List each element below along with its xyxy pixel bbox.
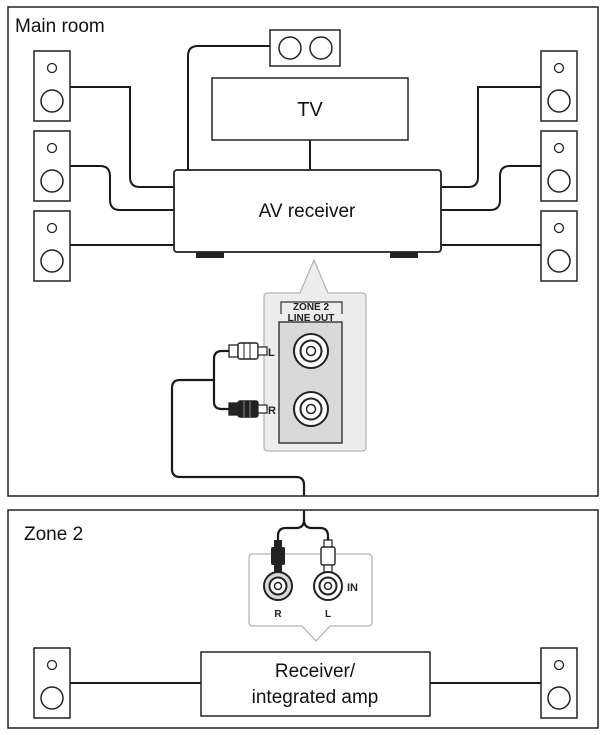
zone2-receiver-label-2: integrated amp [252, 687, 379, 708]
zone2-input-jack-right [263, 571, 293, 601]
zone2-input-right-label: R [274, 609, 282, 620]
speaker-right-center [540, 130, 578, 202]
speaker-left-surround [33, 210, 71, 282]
zone2-plug-left [320, 539, 336, 574]
rca-plug-left: L [228, 342, 275, 360]
av-receiver-label: AV receiver [259, 201, 356, 222]
main-room-title: Main room [15, 16, 105, 37]
zone2-input-left-label: L [325, 609, 331, 620]
cable-center-speaker [187, 45, 270, 170]
zone2-receiver-box: Receiver/ integrated amp [200, 651, 431, 717]
zone2-title: Zone 2 [24, 524, 83, 545]
speaker-left-center [33, 130, 71, 202]
av-receiver-foot-left [196, 252, 224, 258]
av-receiver-foot-right [390, 252, 418, 258]
zone2-plug-right [271, 540, 285, 573]
zone2-input-jack-left [313, 571, 343, 601]
zone2-line-out-title-2: LINE OUT [288, 313, 335, 324]
speaker-right-surround [540, 210, 578, 282]
zone2-line-out-title-1: ZONE 2 [293, 302, 330, 313]
rca-cable-upper [170, 349, 306, 496]
zone2-speaker-left [33, 647, 71, 719]
line-out-jack-left [293, 333, 329, 369]
rca-cable-lower [276, 510, 330, 540]
center-speaker [269, 29, 341, 67]
zone2-input-label: IN [347, 582, 358, 594]
speaker-right-front [540, 50, 578, 122]
speaker-cables [70, 45, 541, 246]
av-receiver-box: AV receiver [173, 169, 442, 258]
cable-left-center [70, 165, 174, 211]
cable-right-front [441, 86, 541, 188]
zone2-line-out-panel: ZONE 2 LINE OUT [278, 301, 343, 444]
zone2-section: Zone 2 IN R [7, 509, 599, 729]
rca-plug-right: R [228, 400, 276, 418]
line-out-jack-right [293, 391, 329, 427]
main-room-section: Main room [7, 6, 599, 497]
zone2-receiver-label-1: Receiver/ [275, 661, 356, 682]
tv-label: TV [297, 99, 323, 121]
cable-right-center [441, 165, 541, 211]
cable-left-front [70, 86, 174, 188]
rca-plug-right-label: R [268, 405, 276, 417]
rca-plug-left-label: L [268, 347, 275, 359]
zone2-speaker-right [540, 647, 578, 719]
speaker-left-front [33, 50, 71, 122]
tv-box: TV [211, 77, 409, 141]
